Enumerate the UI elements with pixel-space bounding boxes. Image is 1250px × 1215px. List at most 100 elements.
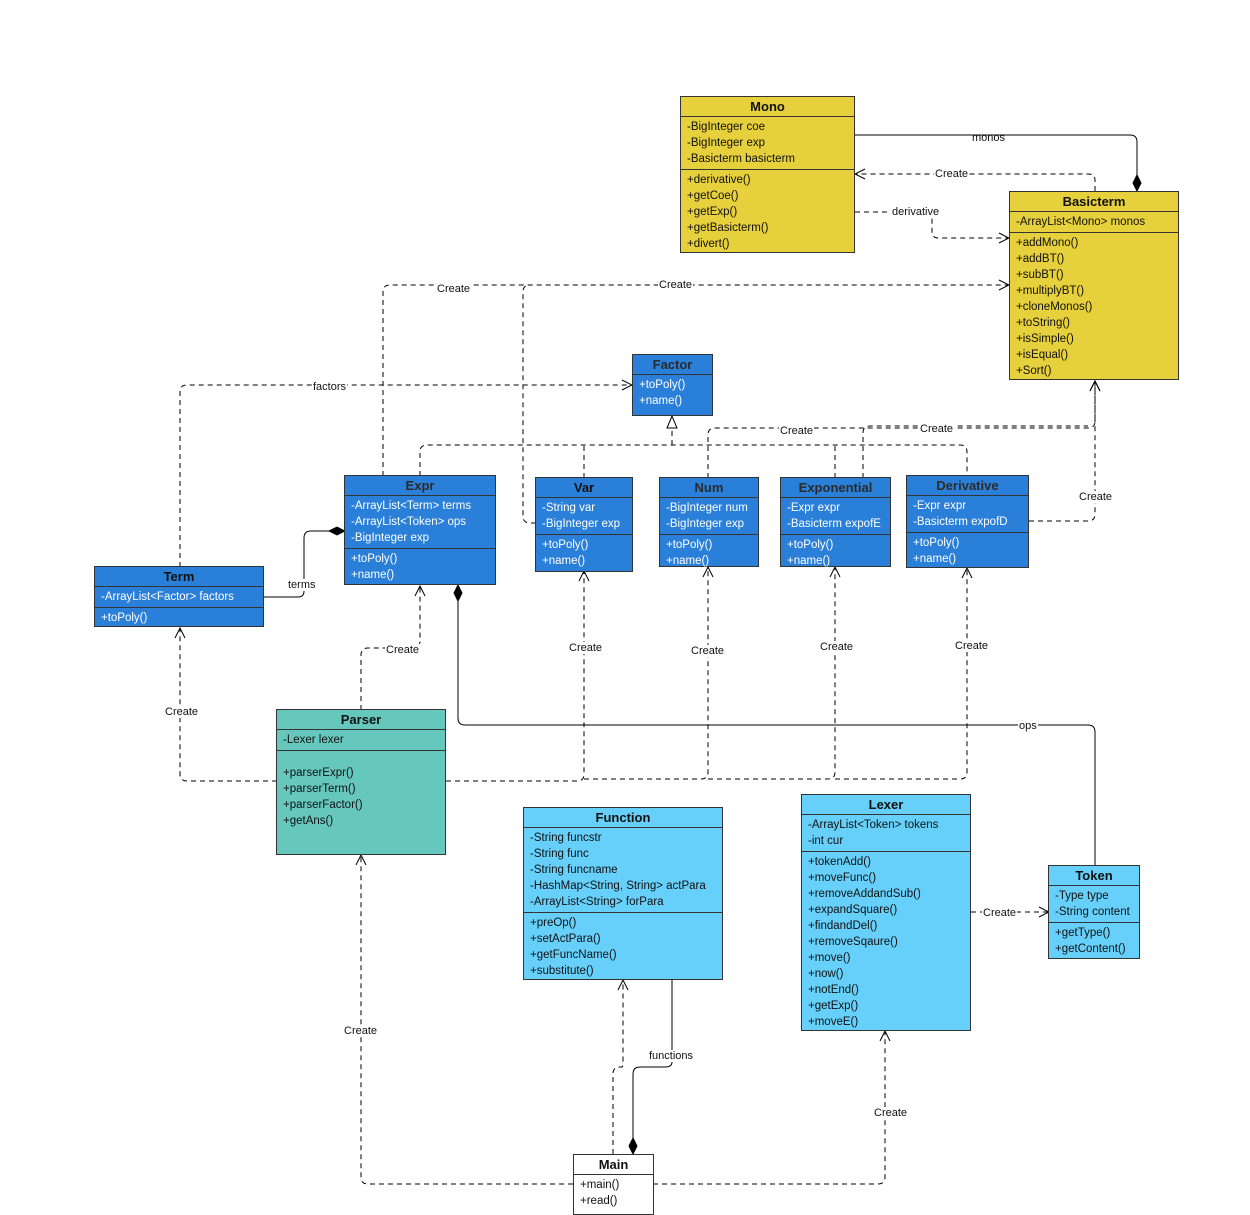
- method: +parserFactor(): [283, 799, 363, 811]
- method: +getBasicterm(): [687, 222, 769, 234]
- functions-composition-line: [633, 980, 673, 1154]
- function-class[interactable]: Function -String funcstr -String func -S…: [523, 807, 723, 980]
- create-label: Create: [385, 644, 421, 656]
- attribute: -ArrayList<Factor> factors: [101, 591, 234, 603]
- basicterm-class[interactable]: Basicterm -ArrayList<Mono> monos +addMon…: [1009, 191, 1179, 380]
- create-label: Create: [568, 642, 604, 654]
- parser-create-term: [180, 628, 277, 782]
- class-name: Token: [1049, 866, 1139, 886]
- attribute: -Expr expr: [787, 502, 841, 514]
- attribute: -BigInteger exp: [351, 532, 429, 544]
- method: +multiplyBT(): [1016, 285, 1085, 297]
- parser-create-expr: [360, 586, 420, 710]
- method: +derivative(): [687, 174, 751, 186]
- method: +name(): [351, 569, 395, 581]
- main-class[interactable]: Main +main() +read(): [573, 1154, 654, 1215]
- method: +cloneMonos(): [1016, 301, 1093, 313]
- class-name: Factor: [633, 355, 712, 375]
- attribute: -String content: [1055, 906, 1130, 918]
- expr-class[interactable]: Expr -ArrayList<Term> terms -ArrayList<T…: [344, 475, 496, 585]
- method: +toPoly(): [787, 539, 834, 551]
- class-name: Main: [574, 1155, 653, 1175]
- method: +getFuncName(): [530, 949, 617, 961]
- method: +notEnd(): [808, 984, 859, 996]
- class-name: Expr: [345, 476, 495, 496]
- class-name: Lexer: [802, 795, 970, 815]
- num-class[interactable]: Num -BigInteger num -BigInteger exp +toP…: [659, 477, 759, 567]
- parser-class[interactable]: Parser -Lexer lexer +parserExpr() +parse…: [276, 709, 446, 855]
- terms-composition-line: [264, 531, 345, 598]
- num-create-basicterm: [707, 381, 1095, 478]
- attribute: -ArrayList<Token> ops: [351, 516, 467, 528]
- method: +getAns(): [283, 815, 334, 827]
- method: +removeAddandSub(): [808, 888, 921, 900]
- class-name: Term: [95, 567, 263, 587]
- attribute: -Basicterm expofE: [787, 518, 881, 530]
- method: +getCoe(): [687, 190, 739, 202]
- attribute: -String func: [530, 848, 589, 860]
- method: +parserTerm(): [283, 783, 356, 795]
- class-name: Function: [524, 808, 722, 828]
- method: +now(): [808, 968, 844, 980]
- exponential-class[interactable]: Exponential -Expr expr -Basicterm expofE…: [780, 477, 891, 567]
- method: +main(): [580, 1179, 620, 1191]
- class-name: Var: [536, 478, 632, 498]
- method: +name(): [787, 555, 831, 567]
- class-name: Num: [660, 478, 758, 498]
- method: +move(): [808, 952, 851, 964]
- lexer-class[interactable]: Lexer -ArrayList<Token> tokens -int cur …: [801, 794, 971, 1031]
- method: +tokenAdd(): [808, 856, 871, 868]
- method: +toPoly(): [639, 379, 686, 391]
- attribute: -Expr expr: [913, 500, 967, 512]
- create-label: Create: [934, 168, 970, 180]
- exponential-create-basicterm: [862, 425, 1088, 478]
- expr-create-basicterm: [382, 285, 1009, 476]
- method: +name(): [639, 395, 683, 407]
- parser-create-var: [446, 571, 584, 782]
- method: +getContent(): [1055, 943, 1126, 955]
- method: +name(): [542, 555, 586, 567]
- create-label: Create: [873, 1107, 909, 1119]
- mono-class[interactable]: Mono -BigInteger coe -BigInteger exp -Ba…: [680, 96, 855, 253]
- attribute: -String funcname: [530, 864, 618, 876]
- method: +expandSquare(): [808, 904, 898, 916]
- method: +isEqual(): [1016, 349, 1069, 361]
- method: +moveFunc(): [808, 872, 877, 884]
- attribute: -ArrayList<Mono> monos: [1016, 216, 1146, 228]
- term-factors-factor: [179, 385, 632, 567]
- derivative-create-basicterm: [1029, 381, 1095, 522]
- method: +toPoly(): [542, 539, 589, 551]
- attribute: -BigInteger exp: [687, 137, 765, 149]
- term-class[interactable]: Term -ArrayList<Factor> factors +toPoly(…: [94, 566, 264, 627]
- class-name: Parser: [277, 710, 445, 730]
- factor-interface[interactable]: Factor +toPoly() +name(): [632, 354, 713, 416]
- attribute: -BigInteger exp: [542, 518, 620, 530]
- method: +toPoly(): [351, 553, 398, 565]
- class-name: Mono: [681, 97, 854, 117]
- method: +toString(): [1016, 317, 1071, 329]
- main-create-parser: [361, 855, 573, 1185]
- attribute: -ArrayList<Term> terms: [351, 500, 472, 512]
- method: +getType(): [1055, 927, 1111, 939]
- terms-label: terms: [287, 579, 317, 591]
- attribute: -String var: [542, 502, 596, 514]
- create-label: Create: [982, 907, 1018, 919]
- method: +toPoly(): [913, 537, 960, 549]
- method: +name(): [666, 555, 710, 567]
- attribute: -Basicterm basicterm: [687, 153, 795, 165]
- create-label: Create: [919, 423, 955, 435]
- attribute: -BigInteger coe: [687, 121, 765, 133]
- method: +setActPara(): [530, 933, 601, 945]
- parser-create-exponential: [708, 567, 835, 780]
- method: +findandDel(): [808, 920, 878, 932]
- functions-label: functions: [648, 1050, 695, 1062]
- main-create-function: [612, 980, 623, 1154]
- create-label: Create: [343, 1025, 379, 1037]
- monos-composition-line: [855, 134, 1137, 191]
- parser-create-num: [584, 567, 708, 780]
- derivative-class[interactable]: Derivative -Expr expr -Basicterm expofD …: [906, 475, 1029, 568]
- class-name: Basicterm: [1010, 192, 1178, 212]
- attribute: -Basicterm expofD: [913, 516, 1008, 528]
- token-class[interactable]: Token -Type type -String content +getTyp…: [1048, 865, 1140, 959]
- var-class[interactable]: Var -String var -BigInteger exp +toPoly(…: [535, 477, 633, 572]
